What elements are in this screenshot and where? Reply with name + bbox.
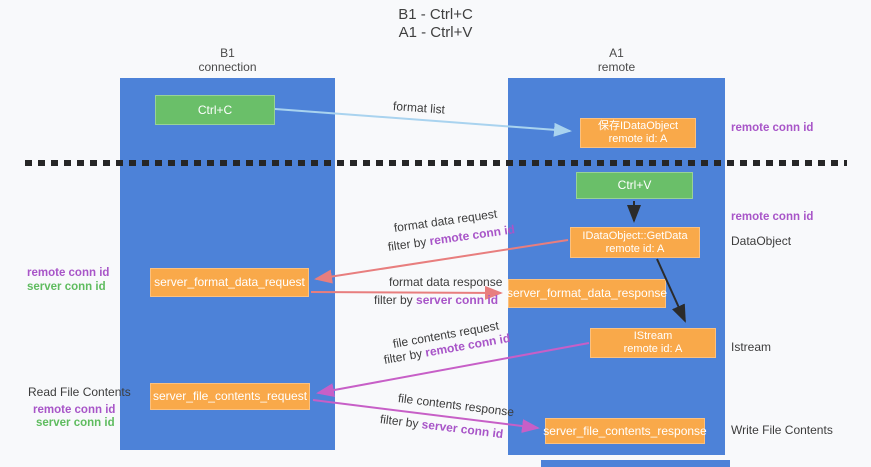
save-idataobject-line2: remote id: A bbox=[608, 133, 668, 145]
idataobject-getdata-box: IDataObject::GetData remote id: A bbox=[570, 227, 700, 258]
istream-line1: IStream bbox=[633, 330, 673, 342]
ctrl-v-box: Ctrl+V bbox=[576, 172, 693, 199]
left-label-read-file-contents: Read File Contents bbox=[28, 385, 131, 399]
ctrl-v-label: Ctrl+V bbox=[617, 178, 652, 192]
lifeline-a1-remote-continuation bbox=[541, 460, 730, 467]
right-label-dataobject: DataObject bbox=[731, 234, 792, 248]
right-label-istream: Istream bbox=[731, 340, 772, 354]
file-request-label: server_file_contents_request bbox=[152, 389, 308, 403]
phase-divider-dashed-line bbox=[25, 160, 847, 166]
column-a1-role: remote bbox=[597, 60, 636, 74]
ctrl-c-box: Ctrl+C bbox=[155, 95, 275, 125]
column-header-a1: A1 remote bbox=[508, 46, 725, 74]
server-conn-id-text: server conn id bbox=[416, 293, 499, 307]
left-remote-conn-id-top: remote conn id bbox=[27, 267, 110, 279]
left-server-conn-id-bottom: server conn id bbox=[36, 417, 115, 429]
istream-line2: remote id: A bbox=[623, 343, 683, 355]
getdata-line2: remote id: A bbox=[605, 242, 665, 255]
column-a1-name: A1 bbox=[609, 46, 624, 60]
server-file-contents-request-box: server_file_contents_request bbox=[150, 383, 310, 410]
file-response-label: server_file_contents_response bbox=[543, 423, 707, 438]
label-format-data-response: format data response bbox=[389, 275, 503, 289]
save-idataobject-line1: 保存IDataObject bbox=[597, 120, 679, 132]
format-request-label: server_format_data_request bbox=[154, 275, 305, 289]
label-format-list: format list bbox=[392, 99, 446, 117]
filter-prefix: filter by bbox=[386, 234, 431, 254]
filter-prefix: filter by bbox=[382, 345, 427, 367]
column-b1-name: B1 bbox=[220, 46, 235, 60]
server-format-data-response-box: server_format_data_response bbox=[506, 279, 668, 308]
label-file-contents-response: file contents response bbox=[397, 391, 515, 420]
column-header-b1: B1 connection bbox=[120, 46, 335, 74]
label-filter-server-1: filter by server conn id bbox=[374, 294, 498, 307]
left-server-conn-id-top: server conn id bbox=[27, 281, 106, 293]
server-conn-id-text: server conn id bbox=[420, 417, 505, 442]
diagram-title-line2: A1 - Ctrl+V bbox=[398, 24, 473, 41]
getdata-line1: IDataObject::GetData bbox=[582, 229, 688, 242]
server-format-data-request-box: server_format_data_request bbox=[150, 268, 309, 297]
right-remote-conn-id-top: remote conn id bbox=[731, 122, 814, 134]
format-response-label: server_format_data_response bbox=[506, 286, 668, 300]
diagram-title-line1: B1 - Ctrl+C bbox=[398, 6, 473, 23]
right-label-write-file-contents: Write File Contents bbox=[731, 423, 833, 437]
filter-prefix: filter by bbox=[374, 293, 417, 307]
filter-prefix: filter by bbox=[379, 412, 423, 432]
left-remote-conn-id-bottom: remote conn id bbox=[33, 404, 116, 416]
label-filter-server-2: filter by server conn id bbox=[379, 412, 505, 442]
istream-box: IStream remote id: A bbox=[590, 328, 716, 358]
right-remote-conn-id-mid: remote conn id bbox=[731, 211, 814, 223]
ctrl-c-label: Ctrl+C bbox=[197, 102, 233, 117]
column-b1-role: connection bbox=[198, 60, 257, 74]
save-idataobject-box: 保存IDataObject remote id: A bbox=[580, 118, 696, 148]
server-file-contents-response-box: server_file_contents_response bbox=[543, 418, 707, 444]
